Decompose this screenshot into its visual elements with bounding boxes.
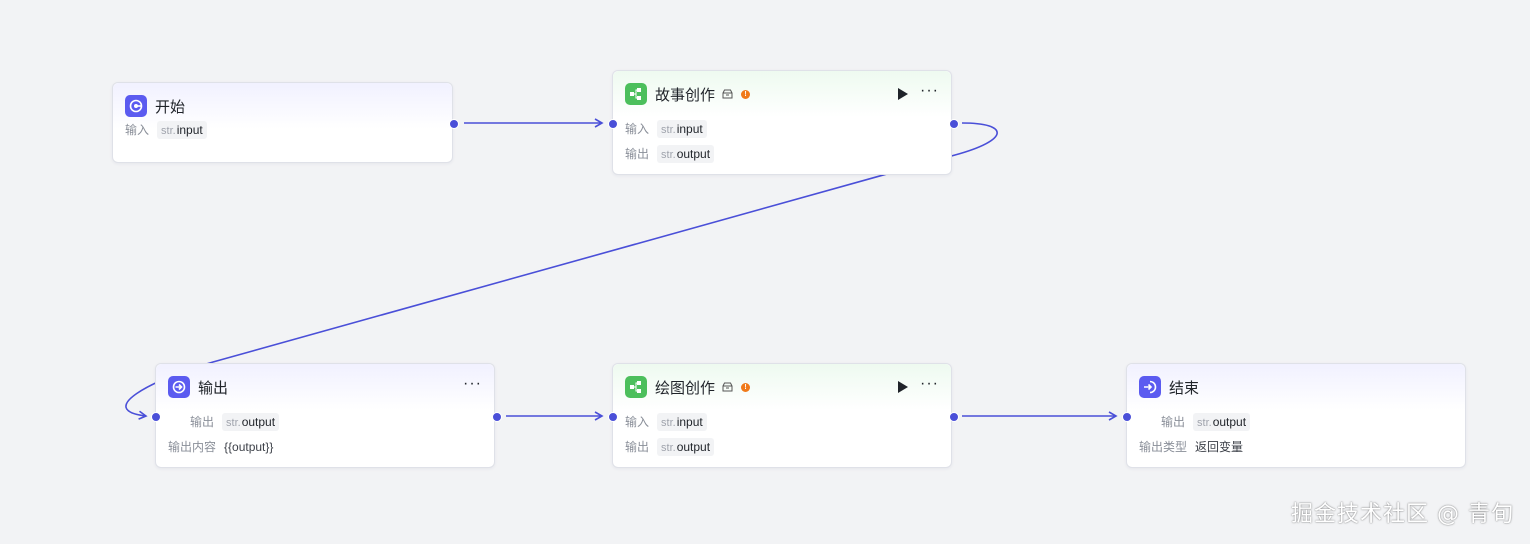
story-node-header[interactable]: 故事创作 ! ···	[613, 71, 951, 117]
type-prefix: str.	[1197, 416, 1212, 429]
param-label: 输入	[625, 122, 650, 136]
output-output-port[interactable]	[492, 412, 502, 422]
more-options-icon[interactable]: ···	[920, 375, 939, 392]
end-type-row: 输出类型 返回变量	[1139, 434, 1453, 459]
type-prefix: str.	[661, 148, 676, 161]
start-node-title: 开始	[155, 98, 186, 116]
watermark: 掘金技术社区 @ 青旬	[1291, 502, 1514, 527]
output-input-port[interactable]	[151, 412, 161, 422]
param-tag: str.input	[657, 119, 707, 138]
more-options-icon[interactable]: ···	[463, 375, 482, 392]
type-prefix: str.	[661, 416, 676, 429]
param-value: output	[241, 414, 276, 429]
start-node[interactable]: 开始 输入 str.input	[112, 82, 459, 163]
end-output-row: 输出 str.output	[1139, 409, 1453, 434]
story-node-title: 故事创作	[655, 86, 716, 104]
workflow-icon	[625, 376, 647, 398]
end-node-header[interactable]: 结束	[1127, 364, 1465, 410]
param-value: 返回变量	[1195, 440, 1244, 454]
param-tag: str.input	[657, 412, 707, 431]
output-node-header[interactable]: 输出 ···	[156, 364, 494, 410]
param-tag: str.output	[657, 437, 715, 456]
type-prefix: str.	[661, 123, 676, 136]
param-label: 输出	[1161, 415, 1186, 429]
output-node-title: 输出	[198, 379, 229, 397]
type-prefix: str.	[226, 416, 241, 429]
story-output-row: 输出 str.output	[625, 141, 939, 166]
run-icon[interactable]	[898, 381, 909, 393]
warning-icon[interactable]: !	[741, 382, 751, 392]
story-input-row: 输入 str.input	[625, 116, 939, 141]
draw-node-title: 绘图创作	[655, 379, 716, 397]
draw-input-row: 输入 str.input	[625, 409, 939, 434]
param-label: 输出	[190, 415, 215, 429]
output-content-row: 输出内容 {{output}}	[168, 434, 482, 459]
end-icon	[1139, 376, 1161, 398]
start-input-row: 输入 str.input	[125, 117, 440, 142]
more-options-icon[interactable]: ···	[920, 82, 939, 99]
param-tag: str.input	[157, 120, 207, 139]
workflow-icon	[625, 83, 647, 105]
story-output-port[interactable]	[949, 119, 959, 129]
draw-output-port[interactable]	[949, 412, 959, 422]
param-value: output	[676, 146, 711, 161]
database-icon	[722, 89, 733, 99]
type-prefix: str.	[661, 441, 676, 454]
draw-output-row: 输出 str.output	[625, 434, 939, 459]
run-icon[interactable]	[898, 88, 909, 100]
param-tag: str.output	[1193, 412, 1251, 431]
end-node[interactable]: 结束 输出 str.output 输出类型 返回变量	[1122, 363, 1466, 468]
output-node[interactable]: 输出 ··· 输出 str.output 输出内容 {{output}}	[151, 363, 502, 468]
end-input-port[interactable]	[1122, 412, 1132, 422]
end-node-title: 结束	[1169, 379, 1200, 397]
param-value: input	[176, 122, 203, 137]
draw-node-header[interactable]: 绘图创作 ! ···	[613, 364, 951, 410]
param-label: 输出	[625, 147, 650, 161]
param-label: 输入	[625, 415, 650, 429]
start-icon	[125, 95, 147, 117]
story-node[interactable]: 故事创作 ! ··· 输入 str.input 输出 str.output	[608, 70, 959, 175]
param-label: 输出内容	[168, 440, 217, 454]
start-node-header[interactable]: 开始	[113, 83, 452, 129]
param-label: 输入	[125, 123, 150, 137]
param-value: output	[676, 439, 711, 454]
param-label: 输出	[625, 440, 650, 454]
param-label: 输出类型	[1139, 440, 1188, 454]
param-tag: str.output	[657, 144, 715, 163]
output-var-row: 输出 str.output	[168, 409, 482, 434]
start-output-port[interactable]	[449, 119, 459, 129]
story-input-port[interactable]	[608, 119, 618, 129]
database-icon	[722, 382, 733, 392]
draw-node[interactable]: 绘图创作 ! ··· 输入 str.input 输出 str.output	[608, 363, 959, 468]
warning-icon[interactable]: !	[741, 89, 751, 99]
output-icon	[168, 376, 190, 398]
param-value: input	[676, 121, 703, 136]
type-prefix: str.	[161, 124, 176, 137]
param-value: input	[676, 414, 703, 429]
draw-input-port[interactable]	[608, 412, 618, 422]
param-value: output	[1212, 414, 1247, 429]
param-tag: str.output	[222, 412, 280, 431]
param-value: {{output}}	[224, 439, 274, 454]
